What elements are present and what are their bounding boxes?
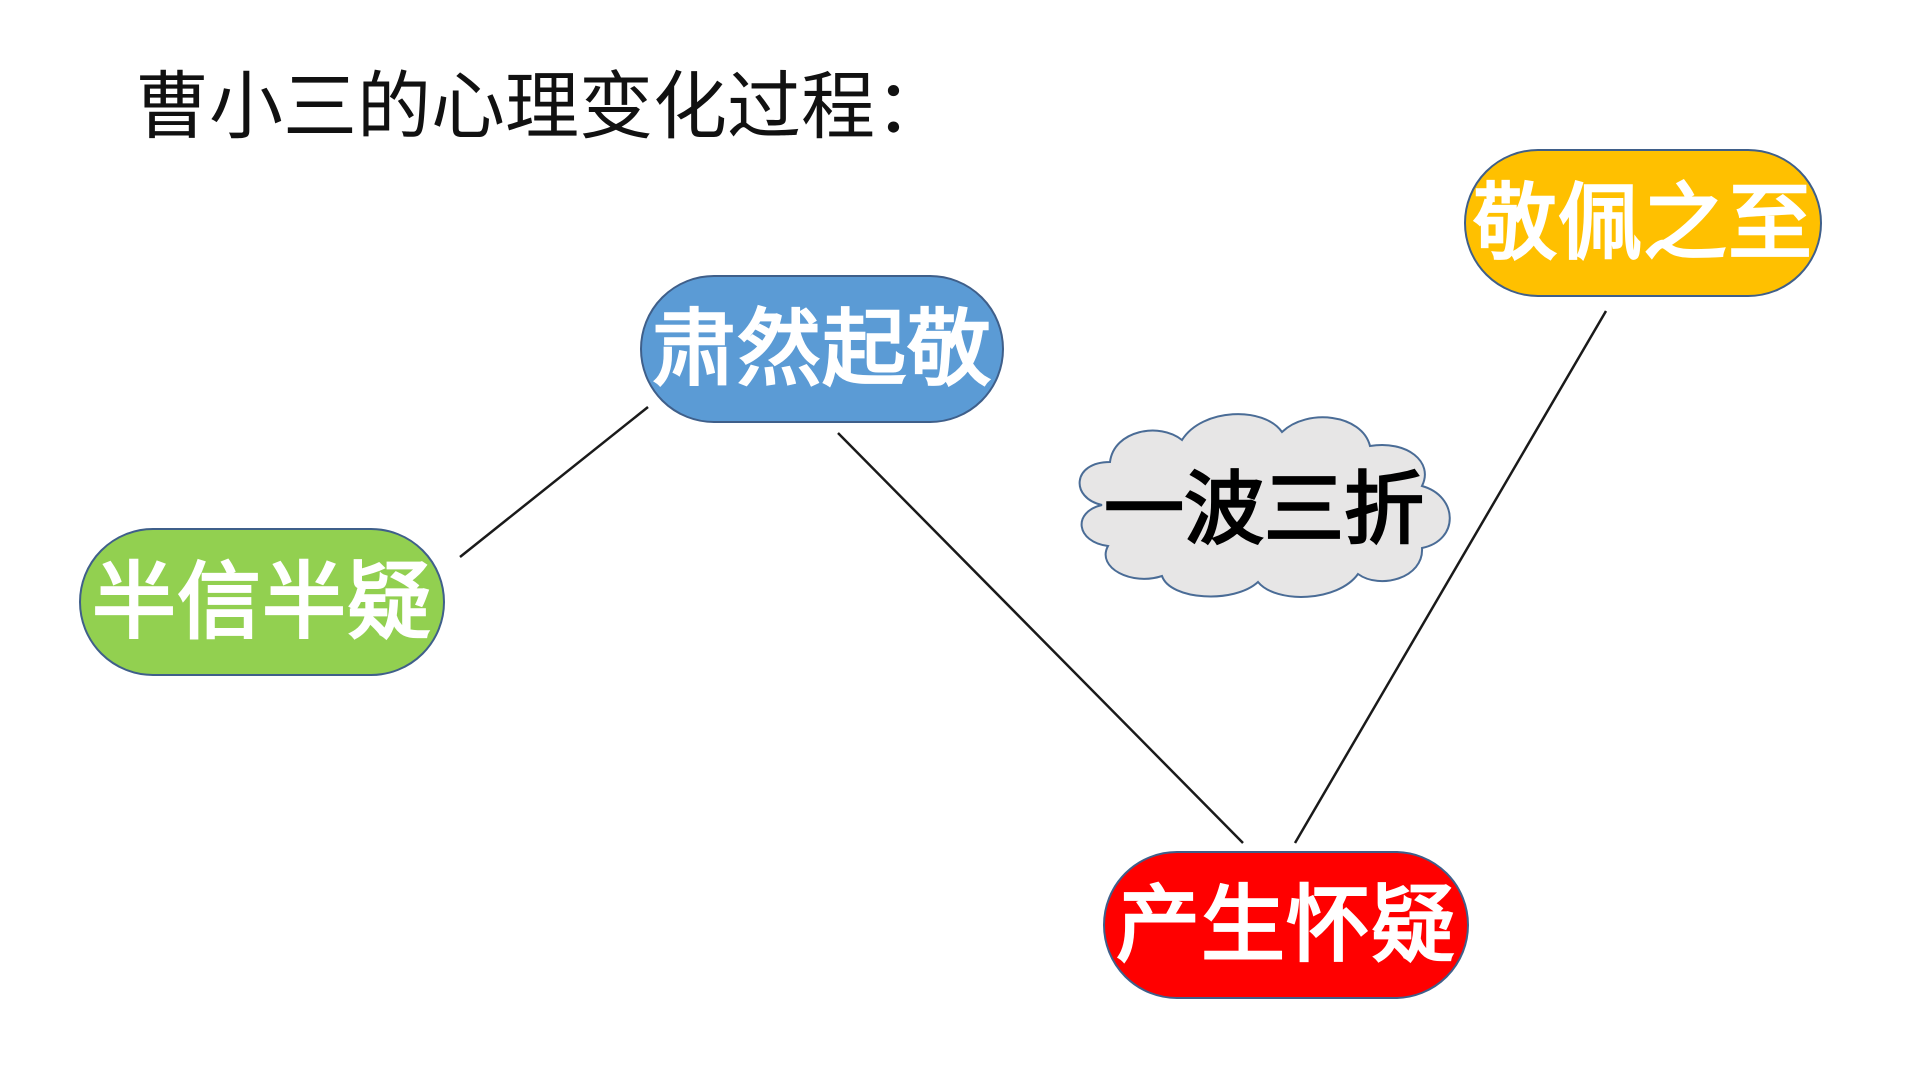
- slide-title: 曹小三的心理变化过程：: [135, 64, 949, 150]
- node-label: 敬佩之至: [1472, 174, 1813, 272]
- connector-doubt-to-respect: [459, 406, 649, 558]
- node-label: 产生怀疑: [1115, 876, 1456, 974]
- connector-suspicion-to-admiration: [1293, 310, 1608, 844]
- node-half-doubt: 半信半疑: [79, 528, 445, 676]
- node-deep-respect: 肃然起敬: [640, 275, 1004, 423]
- cloud-callout: 一波三折: [1062, 400, 1466, 606]
- node-label: 肃然起敬: [651, 300, 992, 398]
- cloud-shape: [1078, 413, 1451, 598]
- node-label: 半信半疑: [91, 553, 432, 651]
- connector-respect-to-suspicion: [837, 432, 1244, 844]
- cloud-label: 一波三折: [1104, 463, 1424, 556]
- node-admiration: 敬佩之至: [1464, 149, 1822, 297]
- node-suspicion: 产生怀疑: [1103, 851, 1469, 999]
